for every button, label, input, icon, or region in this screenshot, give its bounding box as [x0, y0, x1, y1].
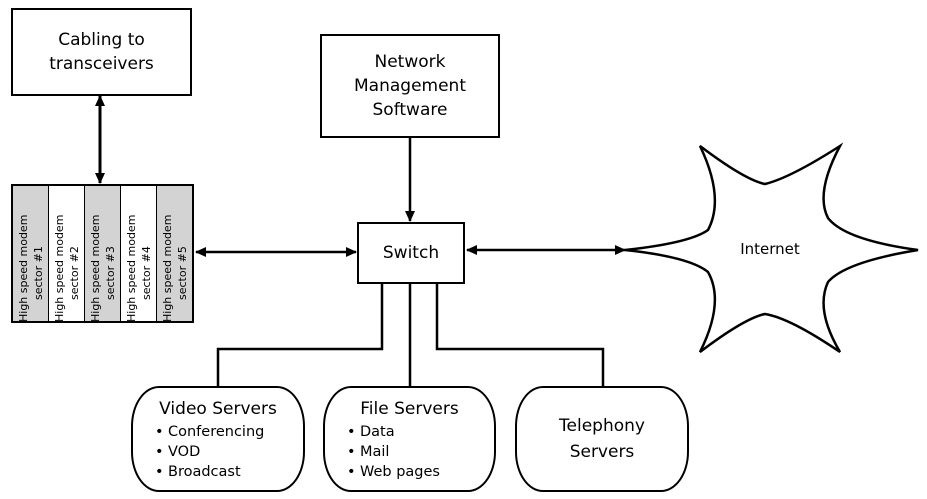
- modem-sector-label: sector #3: [103, 245, 117, 300]
- list-item: Mail: [347, 442, 494, 462]
- modem-sector-label: sector #2: [67, 245, 81, 300]
- telephony-line1: Telephony: [559, 416, 645, 436]
- modem-label: High speed modem: [52, 214, 66, 321]
- modem-label: High speed modem: [124, 214, 138, 321]
- video-servers-list: Conferencing VOD Broadcast: [133, 422, 303, 482]
- switch-label: Switch: [382, 243, 440, 263]
- file-servers-list: Data Mail Web pages: [325, 422, 494, 482]
- cabling-line1: Cabling to: [58, 30, 145, 50]
- list-item: VOD: [155, 442, 303, 462]
- nms-line3: Software: [372, 100, 448, 120]
- edge-switch-telephony: [435, 284, 605, 387]
- nms-line1: Network: [374, 52, 446, 72]
- modem-label: High speed modem: [16, 214, 30, 321]
- internet-cloud-shape: [624, 142, 919, 354]
- video-servers-node: Video Servers Conferencing VOD Broadcast: [131, 386, 305, 492]
- telephony-servers-node: Telephony Servers: [515, 386, 689, 492]
- nms-line2: Management: [354, 76, 466, 96]
- edge-switch-video: [216, 284, 384, 387]
- cabling-line2: transceivers: [49, 54, 154, 74]
- modem-sector-label: sector #1: [31, 245, 45, 300]
- switch-box: Switch: [357, 222, 465, 284]
- network-management-box: Network Management Software: [320, 34, 500, 138]
- video-servers-title: Video Servers: [159, 399, 277, 419]
- file-servers-node: File Servers Data Mail Web pages: [323, 386, 496, 492]
- file-servers-title: File Servers: [360, 399, 459, 419]
- list-item: Web pages: [347, 462, 494, 482]
- list-item: Conferencing: [155, 422, 303, 442]
- modem-label: High speed modem: [88, 214, 102, 321]
- modem-sector-label: sector #4: [139, 245, 153, 300]
- list-item: Broadcast: [155, 462, 303, 482]
- modem-sector-label: sector #5: [175, 245, 189, 300]
- telephony-line2: Servers: [569, 442, 635, 462]
- internet-label: Internet: [740, 240, 800, 258]
- list-item: Data: [347, 422, 494, 442]
- modem-label: High speed modem: [160, 214, 174, 321]
- cabling-box: Cabling to transceivers: [11, 8, 192, 96]
